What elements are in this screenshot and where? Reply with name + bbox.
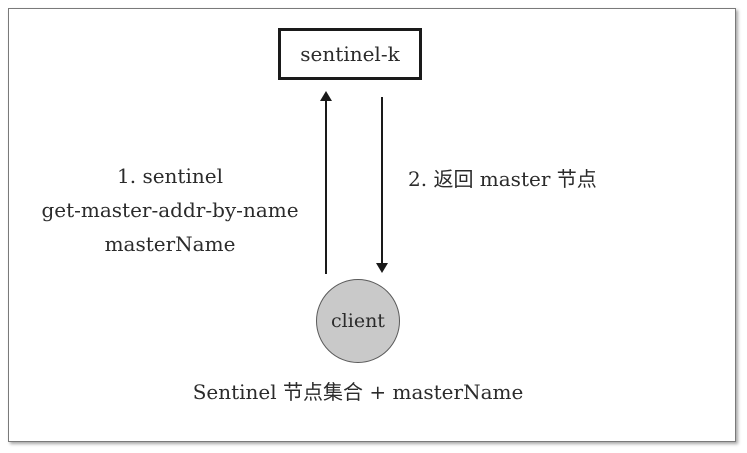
client-node-label: client — [331, 310, 385, 332]
caption-label: Sentinel 节点集合 + masterName — [192, 380, 524, 404]
request-label: 1. sentinel get-master-addr-by-name mast… — [0, 159, 340, 261]
request-line-3: masterName — [104, 232, 236, 256]
diagram-frame — [8, 8, 736, 442]
request-line-2: get-master-addr-by-name — [41, 198, 299, 222]
sentinel-node: sentinel-k — [278, 28, 422, 80]
sentinel-node-label: sentinel-k — [300, 42, 400, 66]
request-line-1: 1. sentinel — [117, 164, 223, 188]
client-node: client — [316, 279, 400, 363]
response-label: 2. 返回 master 节点 — [408, 167, 597, 191]
